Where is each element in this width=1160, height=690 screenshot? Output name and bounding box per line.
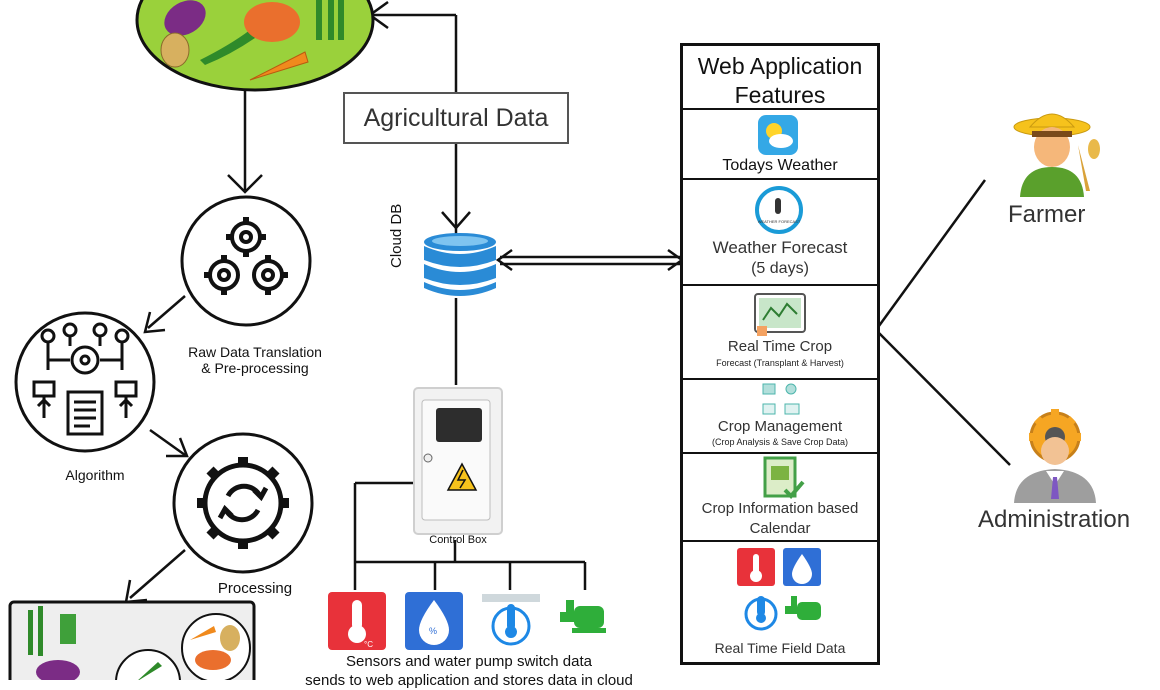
field-water-level-icon xyxy=(783,548,821,586)
algorithm-label: Algorithm xyxy=(65,467,125,483)
cloud-database-icon xyxy=(424,233,496,296)
feature-todays-weather-label: Todays Weather xyxy=(722,157,838,174)
soil-moisture-icon xyxy=(482,594,540,646)
control-box-label: Control Box xyxy=(429,534,487,546)
feature-crop-management-label: Crop Management xyxy=(717,418,843,435)
feature-crop-management-sub: (Crop Analysis & Save Crop Data) xyxy=(711,437,849,447)
panel-title-line1: Web Application xyxy=(697,53,863,79)
feature-crop-calendar[interactable]: Crop Information based Calendar xyxy=(683,454,877,542)
thermometer-icon: °C xyxy=(328,592,386,650)
feature-crop-management[interactable]: Crop Management (Crop Analysis & Save Cr… xyxy=(683,380,877,454)
crop-calendar-icon xyxy=(763,456,805,499)
produce-output-box xyxy=(8,600,256,680)
feature-weather-forecast-label: Weather Forecast xyxy=(712,238,848,257)
produce-plate-image xyxy=(135,0,375,92)
svg-text:°C: °C xyxy=(364,640,373,649)
administration-label: Administration xyxy=(978,506,1131,533)
processing-label: Processing xyxy=(217,580,293,597)
field-water-pump-icon xyxy=(785,596,821,620)
field-thermometer-icon xyxy=(737,548,775,586)
control-box-icon xyxy=(413,387,503,535)
feature-crop-calendar-label: Crop Information based xyxy=(701,500,859,517)
raw-data-gears-icon xyxy=(180,195,312,327)
crop-forecast-icon xyxy=(754,293,806,336)
feature-real-time-crop[interactable]: Real Time Crop Forecast (Transplant & Ha… xyxy=(683,286,877,380)
administration-icon xyxy=(1014,409,1096,503)
cloud-db-label: Cloud DB xyxy=(388,203,405,268)
svg-text:%: % xyxy=(429,626,437,636)
crop-management-icon xyxy=(762,383,800,415)
weather-forecast-icon-text: WEATHER FORECAST xyxy=(758,219,801,224)
weather-icon xyxy=(758,115,798,155)
feature-todays-weather[interactable]: Todays Weather xyxy=(683,110,877,180)
agricultural-data-label: Agricultural Data xyxy=(343,92,569,144)
feature-real-time-crop-label: Real Time Crop xyxy=(727,338,833,355)
panel-title: Web Application Features xyxy=(683,46,877,110)
raw-data-label-line1: Raw Data Translation xyxy=(188,344,322,360)
feature-crop-calendar-sub: Calendar xyxy=(749,520,811,537)
feature-real-time-crop-sub: Forecast (Transplant & Harvest) xyxy=(716,358,844,368)
feature-weather-forecast[interactable]: WEATHER FORECAST Weather Forecast (5 day… xyxy=(683,180,877,286)
feature-weather-forecast-sub: (5 days) xyxy=(751,260,809,277)
farmer-label: Farmer xyxy=(1008,201,1086,228)
web-app-features-panel: Web Application Features Todays Weather … xyxy=(680,43,880,665)
raw-data-label-line2: & Pre-processing xyxy=(201,360,309,376)
processing-gear-icon xyxy=(172,432,314,574)
feature-real-time-field-data-label: Real Time Field Data xyxy=(714,640,846,656)
weather-forecast-icon: WEATHER FORECAST xyxy=(755,186,803,234)
raw-data-label: Raw Data Translation & Pre-processing xyxy=(165,344,345,376)
sensors-caption-line2: sends to web application and stores data… xyxy=(305,672,633,689)
sensors-caption-line1: Sensors and water pump switch data xyxy=(346,653,592,670)
sensors-caption: Sensors and water pump switch data sends… xyxy=(262,652,676,690)
water-level-icon: % xyxy=(405,592,463,650)
panel-title-line2: Features xyxy=(734,82,826,108)
feature-real-time-field-data[interactable]: Real Time Field Data xyxy=(683,542,877,659)
farmer-icon xyxy=(1013,113,1100,197)
algorithm-icon xyxy=(14,311,156,453)
water-pump-icon xyxy=(560,600,606,633)
field-soil-moisture-icon xyxy=(744,596,778,631)
